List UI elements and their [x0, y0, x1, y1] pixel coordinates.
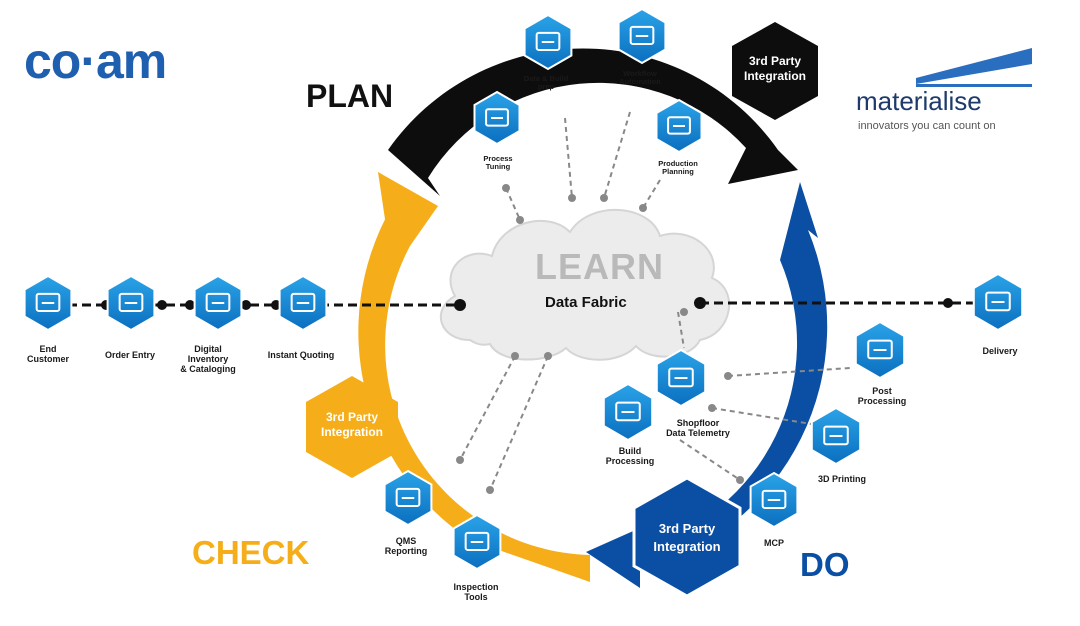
connector-dots [101, 297, 953, 311]
label-shopfloor-telemetry: Shopfloor Data Telemetry [666, 418, 730, 438]
document-edit-icon [615, 401, 641, 422]
label-delivery: Delivery [982, 346, 1018, 356]
network-icon [205, 292, 231, 312]
third-party-check-label: 3rd Party Integration [321, 410, 383, 439]
third-party-check-hex[interactable] [306, 376, 398, 478]
third-party-do-hex[interactable] [632, 476, 742, 598]
plan-arc [388, 48, 798, 197]
label-mcp: MCP [764, 538, 784, 548]
label-3d-printing: 3D Printing [817, 474, 866, 484]
data-fabric-title: Data Fabric [545, 294, 627, 311]
check-title: CHECK [192, 534, 310, 571]
label-order-entry: Order Entry [104, 350, 155, 360]
materialise-tagline: innovators you can count on [858, 120, 996, 132]
label-qms-reporting: QMS Reporting [384, 536, 428, 556]
label-end-customer: End Customer [26, 344, 69, 364]
third-party-plan-hex[interactable] [732, 22, 818, 120]
monitor-icon [535, 31, 561, 51]
calendar-icon [667, 116, 691, 135]
plan-title: PLAN [306, 78, 394, 114]
sliders-icon [485, 108, 509, 127]
barcode-icon [668, 367, 694, 388]
label-process-tuning: Process Tuning [483, 154, 513, 171]
flowchart-icon [629, 25, 655, 45]
materialise-logo [916, 48, 1032, 87]
third-party-plan-label: 3rd Party Integration [744, 54, 806, 83]
truck-icon [985, 291, 1011, 312]
svg-text:co·am: co·am [24, 33, 166, 89]
label-instant-quoting: Instant Quoting [267, 350, 335, 360]
label-inspection-tools: Inspection Tools [453, 582, 499, 602]
presentation-icon [118, 292, 144, 312]
materialise-name: materialise [856, 86, 982, 116]
grey-dashed-links [459, 111, 851, 491]
label-production-planning: Production Planning [658, 159, 698, 176]
gear-icon [761, 489, 787, 509]
learn-title: LEARN [535, 246, 664, 287]
report-search-icon [395, 487, 421, 507]
label-post-processing: Post Processing [857, 386, 907, 406]
label-data-build-prep: Data & Build prep [523, 74, 569, 91]
user-screen-icon [35, 292, 61, 312]
coam-logo: co·am [24, 33, 167, 89]
grey-link-dots [456, 184, 744, 494]
box-tool-icon [867, 339, 893, 360]
label-digital-inventory: Digital Inventory & Cataloging [180, 344, 236, 374]
handshake-icon [290, 292, 316, 312]
do-title: DO [800, 546, 850, 583]
learn-cloud [439, 209, 730, 361]
label-workflow-automation: Workflow Automation [619, 69, 661, 86]
third-party-do-label: 3rd Party Integration [653, 521, 721, 554]
magnifier-icon [464, 531, 490, 551]
printer-3d-icon [823, 425, 849, 446]
label-build-processing: Build Processing [605, 446, 655, 466]
